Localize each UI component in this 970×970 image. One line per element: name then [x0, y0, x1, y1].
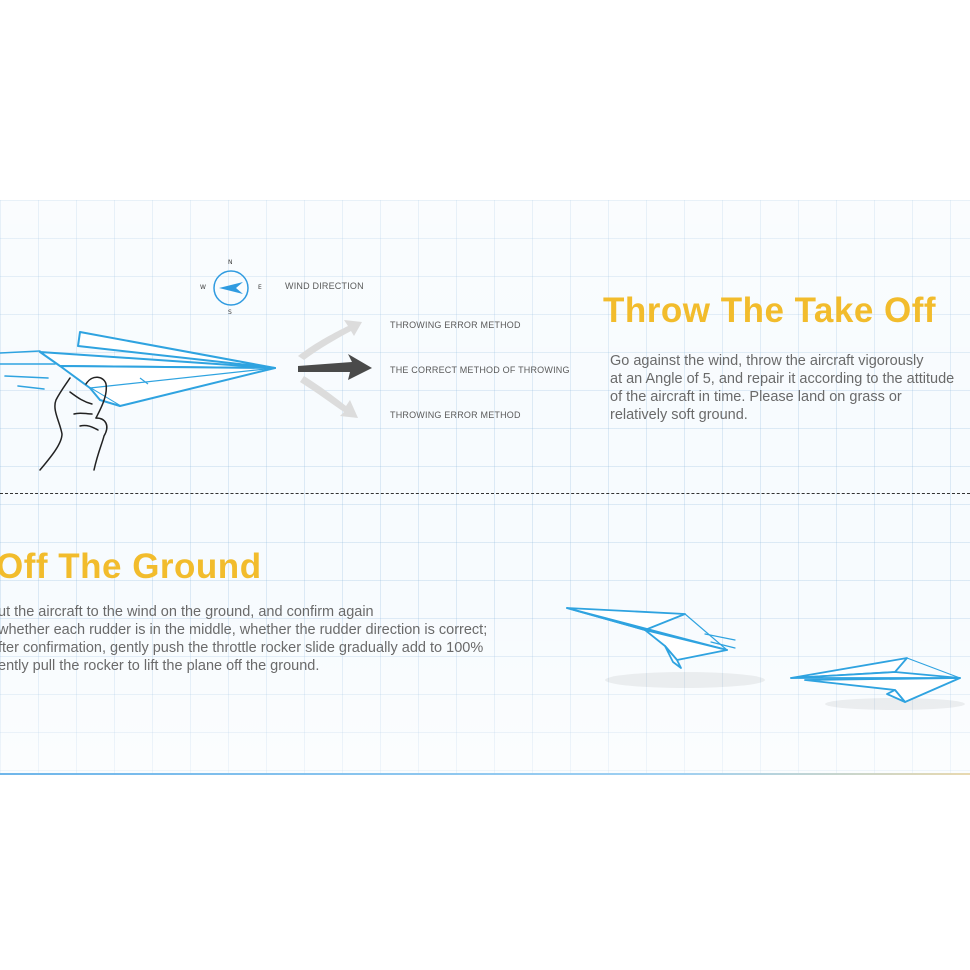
ground-heading: Off The Ground — [0, 547, 262, 586]
throwing-error-method-top: THROWING ERROR METHOD — [390, 320, 521, 330]
section-divider — [0, 493, 970, 494]
direction-arrows-icon — [298, 320, 372, 418]
panel-bottom-border — [0, 773, 970, 775]
wind-direction-label: WIND DIRECTION — [285, 281, 364, 291]
throw-arrows-illustration — [292, 318, 382, 418]
compass-graphic — [213, 270, 249, 306]
compass-north: N — [228, 259, 233, 266]
paper-planes-illustration — [565, 600, 970, 720]
compass-east: E — [258, 284, 262, 291]
hand-throwing-plane-illustration — [0, 318, 290, 478]
compass-icon: N S W E — [200, 259, 262, 316]
compass-south: S — [228, 309, 232, 316]
takeoff-description: Go against the wind, throw the aircraft … — [610, 353, 955, 423]
ground-description: ut the aircraft to the wind on the groun… — [0, 604, 488, 674]
takeoff-heading: Throw The Take Off — [603, 291, 937, 330]
compass-west: W — [200, 284, 206, 291]
paper-plane-hand-icon — [0, 331, 276, 471]
paper-planes-icon — [566, 607, 965, 710]
correct-throwing-method: THE CORRECT METHOD OF THROWING — [390, 365, 570, 375]
throwing-error-method-bottom: THROWING ERROR METHOD — [390, 410, 521, 420]
